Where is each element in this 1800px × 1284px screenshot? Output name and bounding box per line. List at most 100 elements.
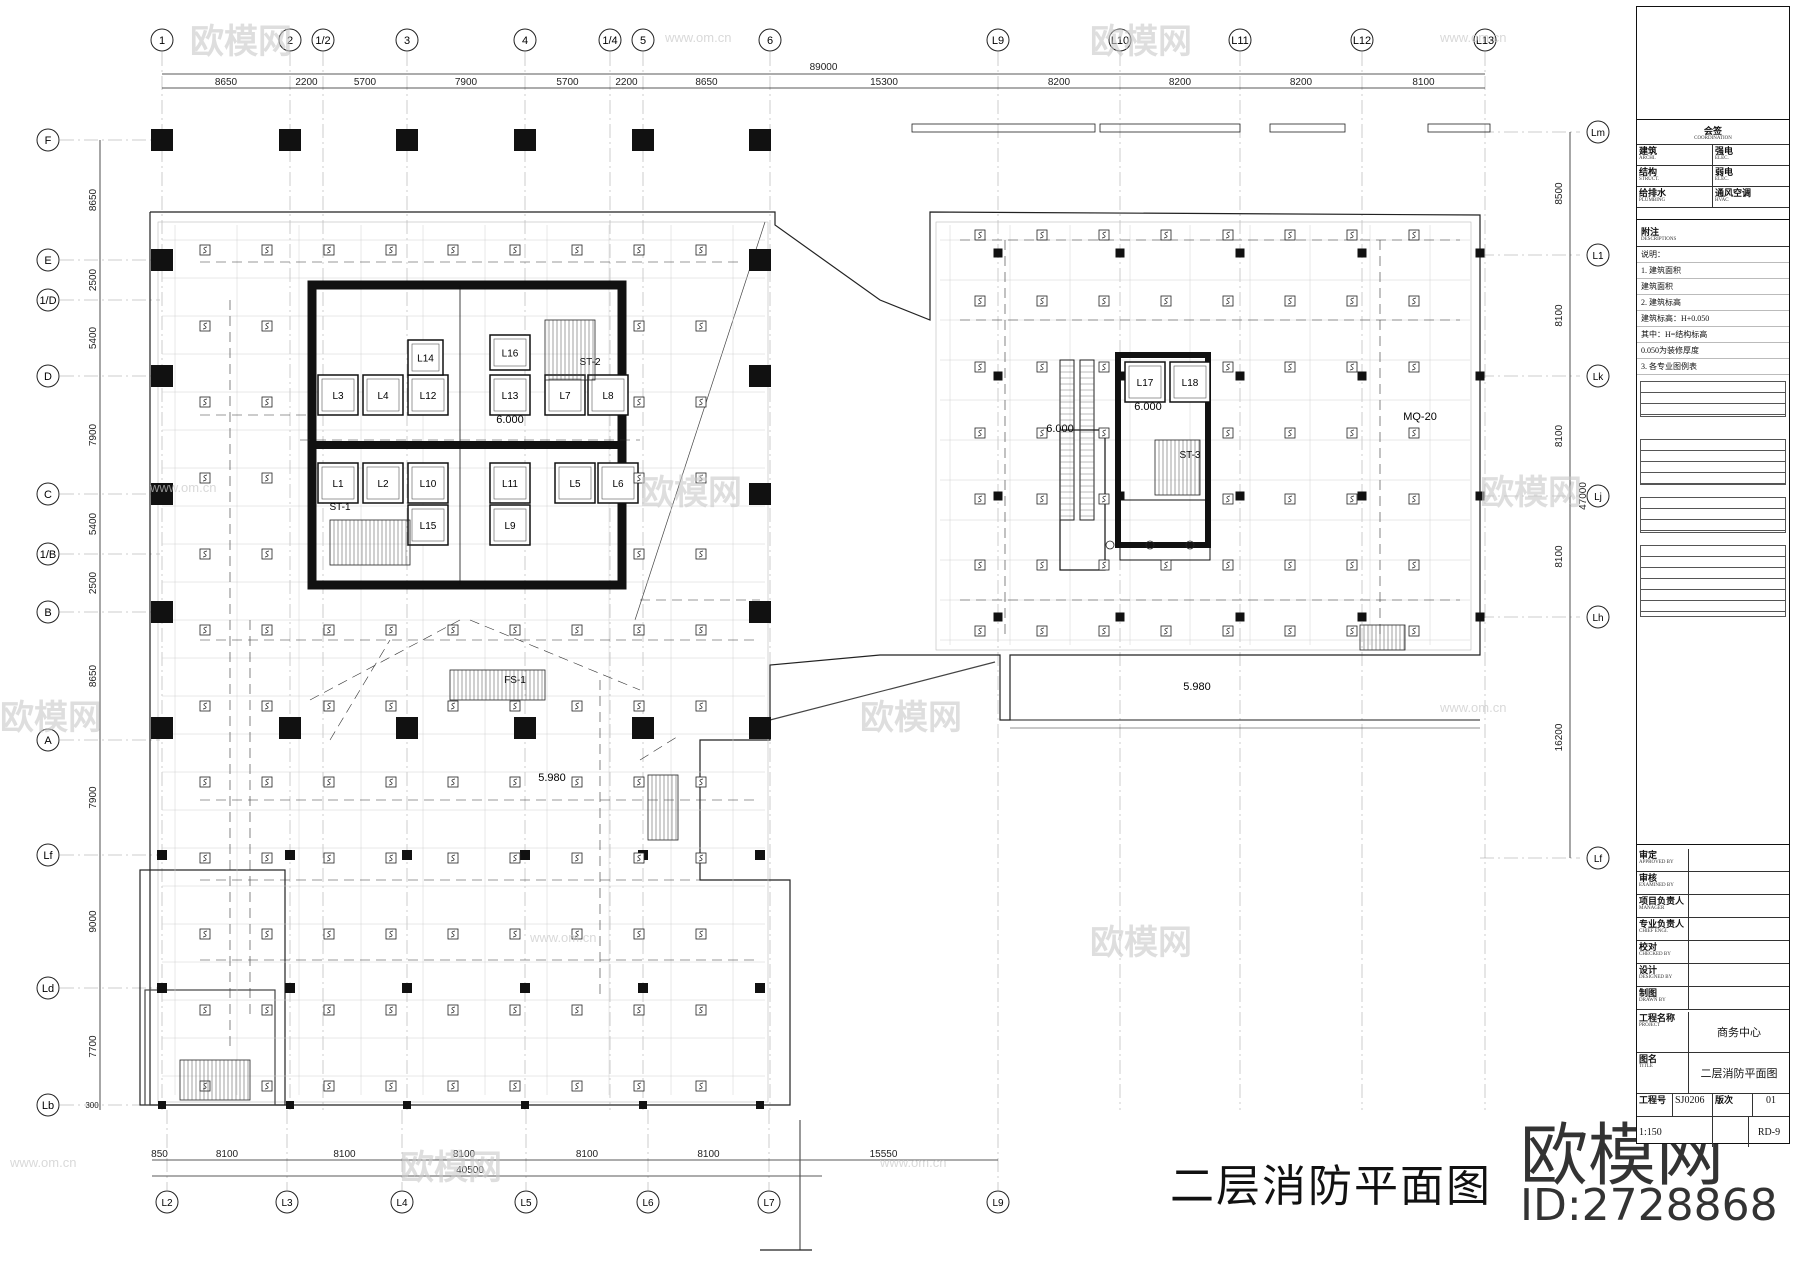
- elevation-mark: 6.000: [1134, 401, 1162, 413]
- approval-label: 专业负责人: [1639, 919, 1685, 929]
- smoke-detector: [1036, 361, 1048, 373]
- discipline-label-en: HVAC: [1715, 198, 1729, 203]
- watermark-url: www.om.cn: [1440, 700, 1507, 715]
- stair: [1154, 439, 1201, 496]
- smoke-detector: [1346, 559, 1358, 571]
- grid-bubble-left: A: [36, 728, 60, 752]
- grid-bubble-top: 1: [150, 28, 174, 52]
- smoke-detector: [385, 928, 397, 940]
- description-line: 其中：H=结构标高: [1637, 327, 1789, 343]
- smoke-detector: [1036, 559, 1048, 571]
- smoke-detector: [974, 427, 986, 439]
- smoke-detector: [385, 1004, 397, 1016]
- dimension-value: 16200: [1554, 723, 1565, 751]
- grid-label: L13: [1476, 35, 1494, 47]
- smoke-detector: [1098, 295, 1110, 307]
- smoke-detector: [199, 1004, 211, 1016]
- approval-label-en: DRAWN BY: [1639, 998, 1666, 1003]
- grid-bubble-top: L12: [1350, 28, 1374, 52]
- column: [756, 1101, 764, 1109]
- stair: [329, 519, 411, 566]
- smoke-detector: [1284, 361, 1296, 373]
- descriptions-title-en: DESCRIPTIONS: [1641, 237, 1677, 242]
- smoke-detector: [1160, 559, 1172, 571]
- smoke-detector: [323, 244, 335, 256]
- beam: [911, 123, 1096, 133]
- grid-bubble-left: Lb: [36, 1093, 60, 1117]
- grid-bubble-left: Lf: [36, 843, 60, 867]
- smoke-detector: [261, 852, 273, 864]
- column: [402, 850, 412, 860]
- smoke-detector: [571, 928, 583, 940]
- column: [402, 983, 412, 993]
- smoke-detector: [385, 1080, 397, 1092]
- approval-label-en: CHIEF ENGI.: [1639, 929, 1668, 934]
- fixture: [1145, 540, 1155, 550]
- column: [1475, 612, 1485, 622]
- column: [286, 1101, 294, 1109]
- smoke-detector: [633, 244, 645, 256]
- column: [638, 983, 648, 993]
- description-line: 1. 建筑面积: [1637, 263, 1789, 279]
- watermark-brand: 欧模网: [1480, 473, 1582, 513]
- structural-columns: [151, 123, 1491, 1109]
- column: [1357, 371, 1367, 381]
- smoke-detector: [1036, 493, 1048, 505]
- column: [632, 129, 654, 151]
- dimension-value: 850: [151, 1149, 168, 1160]
- column: [993, 612, 1003, 622]
- smoke-detector: [323, 928, 335, 940]
- column: [285, 850, 295, 860]
- smoke-detector: [199, 244, 211, 256]
- stair: [449, 669, 546, 701]
- project-name: 商务中心: [1717, 1027, 1761, 1039]
- grid-bubble-top: L9: [986, 28, 1010, 52]
- escalator: [1059, 359, 1075, 521]
- smoke-detector: [1098, 229, 1110, 241]
- smoke-detector: [695, 1080, 707, 1092]
- smoke-detector: [1222, 559, 1234, 571]
- column: [279, 717, 301, 739]
- smoke-detector: [571, 244, 583, 256]
- elevator-car: L3: [317, 374, 359, 416]
- smoke-detector: [509, 928, 521, 940]
- grid-label: Ld: [42, 983, 54, 995]
- stair-label: ST-3: [1179, 450, 1201, 461]
- dimension-total: 40500: [456, 1165, 484, 1176]
- project-label: 工程名称: [1639, 1013, 1676, 1023]
- stair-label: ST-1: [329, 502, 351, 513]
- grid-bubble-top: L10: [1108, 28, 1132, 52]
- smoke-detector: [323, 1004, 335, 1016]
- smoke-detector: [323, 624, 335, 636]
- watermark-brand: 欧模网: [860, 698, 962, 738]
- approval-label-en: EXAMINED BY: [1639, 883, 1674, 888]
- column: [151, 129, 173, 151]
- grid-label: F: [45, 135, 52, 147]
- grid-label: 1/B: [40, 549, 57, 561]
- dimension-total: 89000: [810, 62, 838, 73]
- smoke-detector: [571, 852, 583, 864]
- smoke-detector: [695, 700, 707, 712]
- stair-label: ST-2: [579, 357, 601, 368]
- drawing-title: 二层消防平面图: [1170, 1161, 1492, 1212]
- description-line: 2. 建筑标高: [1637, 295, 1789, 311]
- grid-label: E: [44, 255, 51, 267]
- smoke-detector: [695, 624, 707, 636]
- description-line: 建筑标高：H+0.050: [1637, 311, 1789, 327]
- column: [1115, 371, 1125, 381]
- smoke-detector: [1284, 295, 1296, 307]
- grid-label: Lf: [1594, 854, 1603, 865]
- beam: [1269, 123, 1346, 133]
- smoke-detector: [1098, 559, 1110, 571]
- grid-bubble-top: L11: [1228, 28, 1252, 52]
- grid-label: Lf: [43, 850, 53, 862]
- dimension-value: 8100: [453, 1149, 476, 1160]
- elevator-label: L9: [504, 521, 516, 532]
- elevator-label: L11: [502, 479, 518, 490]
